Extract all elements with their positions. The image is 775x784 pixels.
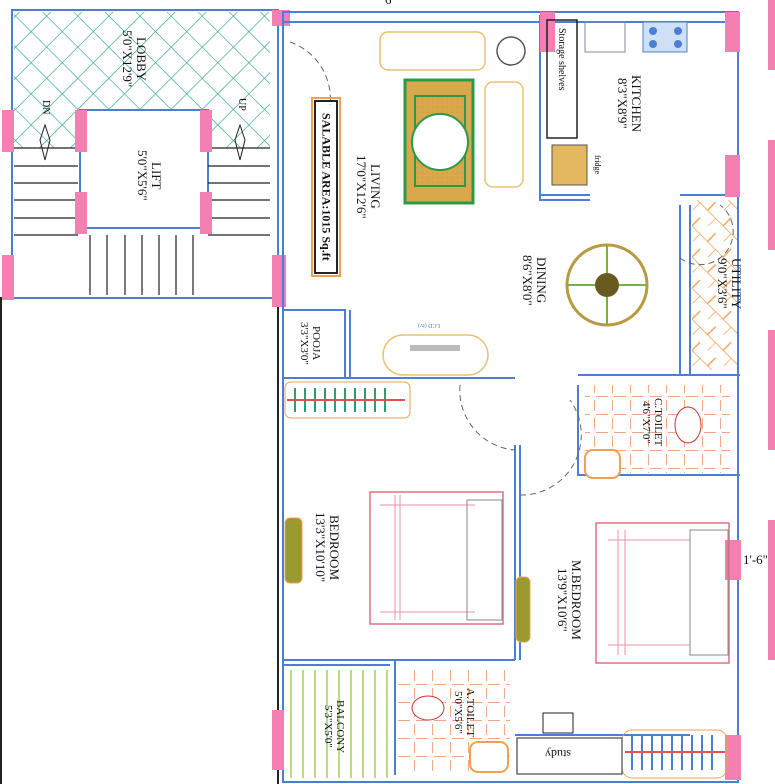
stair-lobby-block [2, 9, 290, 307]
bed-icon [369, 491, 504, 625]
storage-shelves-label: Storage shelves [556, 28, 567, 91]
door-swings [289, 41, 734, 496]
stove-icon [642, 21, 688, 53]
fridge-label: fridge [593, 155, 602, 175]
side-table-icon [496, 36, 526, 66]
adjacent-block [0, 297, 279, 784]
washbasin-icon [469, 741, 509, 773]
fridge-icon [551, 144, 588, 186]
toilet-icon [674, 406, 702, 444]
study-table [516, 737, 623, 775]
wardrobe-pattern [287, 388, 725, 770]
wardrobe-icon [284, 381, 411, 419]
storage-shelves [546, 19, 578, 139]
dining-table-icon [565, 243, 649, 327]
balcony-floor [285, 670, 388, 778]
study-chair-icon [542, 712, 574, 734]
tv-icon [410, 345, 460, 351]
sofa-set-icon [379, 31, 524, 188]
toilet-icon [411, 695, 445, 721]
stair-up-label: UP [236, 98, 247, 111]
utility-floor [692, 200, 737, 370]
salable-area-box: SALABLE AREA:1015 Sq.ft [311, 97, 341, 277]
stair-down-label: DN [40, 100, 51, 115]
washbasin-icon [584, 449, 621, 479]
columns [272, 0, 775, 780]
rug-coffee-table-icon [403, 78, 475, 205]
tv-unit-icon [382, 334, 489, 376]
kitchen-sink-icon [584, 21, 626, 53]
lcd-label: LCD (tv) [418, 322, 441, 328]
top-dimension-label: 6" [385, 0, 397, 8]
bed-icon [595, 522, 730, 664]
side-dimension-label: 1'-6" [743, 552, 768, 567]
study-label: study [545, 747, 572, 761]
ac-unit-icon [284, 517, 303, 584]
ac-unit-icon [515, 576, 531, 643]
